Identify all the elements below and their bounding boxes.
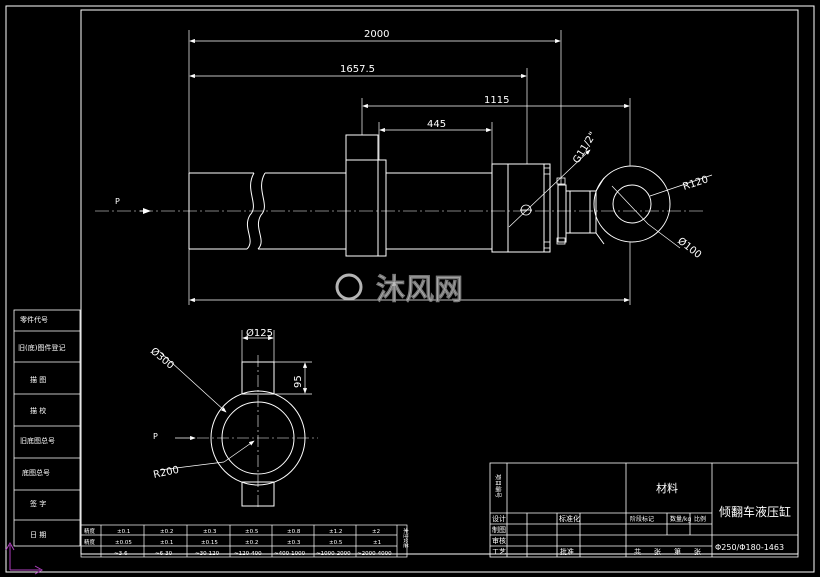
tol-cell: ±0.1 [160,540,173,546]
tol-cell: ±1.2 [329,529,342,535]
title-block-texts: 项目编号 材料 倾翻车液压缸 Φ250/Φ180-1463 设计 制图 审核 工… [492,474,791,556]
sidebar-label: 描 校 [30,406,46,415]
tol-cell: ±0.5 [329,540,343,546]
stage-label: 阶段标记 [630,515,654,523]
dim-port-thread: G11/2" [571,130,599,165]
tolerance-table-texts: 精度 精度 ±0.1 ±0.2 ±0.3 ±0.5 ±0.8 ±1.2 ±2 ±… [84,527,409,557]
tol-cell: ±0.05 [115,540,132,546]
watermark-text: 沐风网 [376,272,463,306]
pressure-port-label: P [115,197,120,206]
title-block [489,462,799,558]
tol-cell: ±0.8 [287,529,301,535]
sidebar-label: 旧底图总号 [20,436,55,445]
project-label: 项目编号 [494,474,502,498]
sidebar-label: 签 字 [30,499,46,508]
drawing-title: 倾翻车液压缸 [719,504,791,519]
dim-eye-radius: R120 [682,174,710,193]
tol-cell: ±2 [372,529,380,535]
watermark: 沐风网 [335,272,463,306]
sheet-label: 共 [634,547,641,556]
dimension-lines [188,30,713,305]
sheet-label: 张 [694,547,701,556]
title-mid-label: 标准化 [559,514,580,523]
tol-cell: ~1000-2000 [316,551,351,557]
drawing-frame [5,5,815,573]
watermark-logo [335,273,363,301]
stage-label: 数量/kg [670,515,691,523]
tol-cell: ~400-1000 [274,551,306,557]
dim-boss-height: 95 [293,375,304,388]
cylinder-body [188,134,671,257]
sidebar-label: 底图总号 [22,468,50,477]
tol-cell: ~6-30 [155,551,173,557]
tol-row-label: 精度 [84,538,96,546]
tol-cell: ±0.3 [203,529,217,535]
dim-flange-diameter: Ø300 [148,345,176,372]
title-row-label: 设计 [492,514,506,523]
left-sidebar-labels: 零件代号 旧(底)图件登记 描 图 描 校 旧底图总号 底图总号 签 字 日 期 [18,315,65,539]
tol-cell: ±0.2 [245,540,258,546]
tol-cell: ~3-6 [114,551,128,557]
tolerance-table [80,524,408,558]
tol-cell: ±0.3 [287,540,301,546]
tol-cell: ±0.2 [160,529,173,535]
sidebar-label: 旧(底)图件登记 [18,343,65,352]
sheet-label: 第 [674,547,681,556]
dim-overall-length: 2000 [364,29,389,40]
ucs-icon [5,541,44,575]
tol-cell: ±0.15 [201,540,218,546]
title-row-label: 制图 [492,525,506,534]
stage-label: 比例 [694,515,706,523]
drawing-code: Φ250/Φ180-1463 [715,543,784,552]
dim-boss-diameter: Ø125 [246,327,273,339]
left-sidebar [13,309,81,547]
tol-cell: ±0.1 [117,529,130,535]
tol-cell: ~30-120 [195,551,220,557]
pressure-port-label-b: P [153,432,158,441]
tol-cell: ~2000-4000 [357,551,392,557]
material-label: 材料 [656,481,678,495]
title-row-label: 审核 [492,536,506,545]
sidebar-label: 日 期 [30,531,46,539]
tol-cell: ±0.5 [245,529,259,535]
title-mid-label: 批准 [560,547,574,556]
dim-length-3: 1115 [484,95,509,106]
sidebar-label: 描 图 [30,375,46,384]
tol-cell: ~120-400 [234,551,262,557]
dimension-texts: 2000 1657.5 1115 445 G11/2" R120 Ø100 [340,29,710,261]
tol-side-note: 未注公差 [402,528,409,548]
dim-length-2: 1657.5 [340,64,375,75]
dim-flange-radius: R200 [152,465,180,481]
title-row-label: 工艺 [492,548,506,556]
sheet-label: 张 [654,547,661,556]
section-view [159,330,318,510]
sidebar-label: 零件代号 [20,315,48,324]
tol-row-label: 精度 [84,527,96,535]
dim-length-4: 445 [427,119,446,130]
tol-cell: ±1 [373,540,381,546]
